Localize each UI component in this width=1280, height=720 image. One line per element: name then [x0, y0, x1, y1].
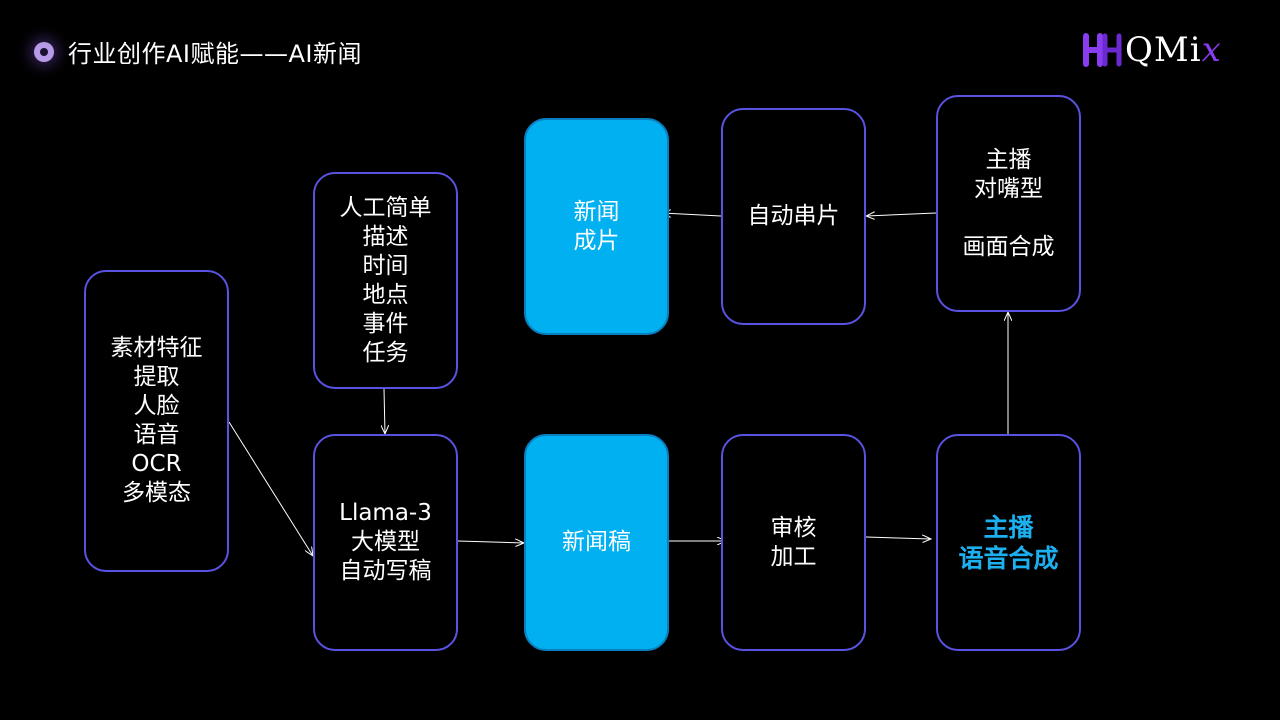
node-label: 新闻稿: [562, 529, 631, 555]
node-llama-writing: Llama-3 大模型 自动写稿: [313, 434, 458, 651]
node-material-extraction: 素材特征 提取 人脸 语音 OCR 多模态: [84, 270, 229, 572]
arrow-edit-to-final: [662, 213, 722, 216]
node-label: 主播 语音合成: [958, 512, 1059, 573]
node-final-news: 新闻 成片: [524, 118, 669, 335]
logo-mark-icon: [1083, 30, 1123, 70]
header: 行业创作AI赋能——AI新闻: [34, 34, 362, 69]
logo-text: QMi: [1125, 30, 1202, 70]
node-label: 主播 对嘴型 画面合成: [962, 146, 1055, 260]
page-title: 行业创作AI赋能——AI新闻: [68, 40, 362, 68]
brand-logo: QMix: [1083, 28, 1222, 72]
node-label: 新闻 成片: [573, 198, 620, 254]
node-review: 审核 加工: [721, 434, 866, 651]
node-label: 人工简单 描述 时间 地点 事件 任务: [339, 194, 432, 366]
arrow-review-to-voice: [865, 537, 931, 539]
arrow-manual-to-llama: [384, 388, 385, 434]
node-label: Llama-3 大模型 自动写稿: [339, 500, 432, 584]
arrow-llama-to-draft: [457, 541, 524, 543]
node-anchor-video: 主播 对嘴型 画面合成: [936, 95, 1081, 312]
node-label: 自动串片: [747, 203, 840, 229]
node-label: 素材特征 提取 人脸 语音 OCR 多模态: [110, 335, 203, 506]
node-auto-edit: 自动串片: [721, 108, 866, 325]
arrow-material-to-llama: [228, 421, 313, 556]
node-voice-synthesis: 主播 语音合成: [936, 434, 1081, 651]
logo-wordmark: QMix: [1125, 30, 1222, 70]
bullet-icon: [34, 41, 54, 62]
node-label: 审核 加工: [770, 514, 817, 570]
logo-x-letter: x: [1201, 30, 1222, 70]
arrow-anchor-to-edit: [866, 213, 937, 216]
node-news-draft: 新闻稿: [524, 434, 669, 651]
node-manual-input: 人工简单 描述 时间 地点 事件 任务: [313, 172, 458, 389]
